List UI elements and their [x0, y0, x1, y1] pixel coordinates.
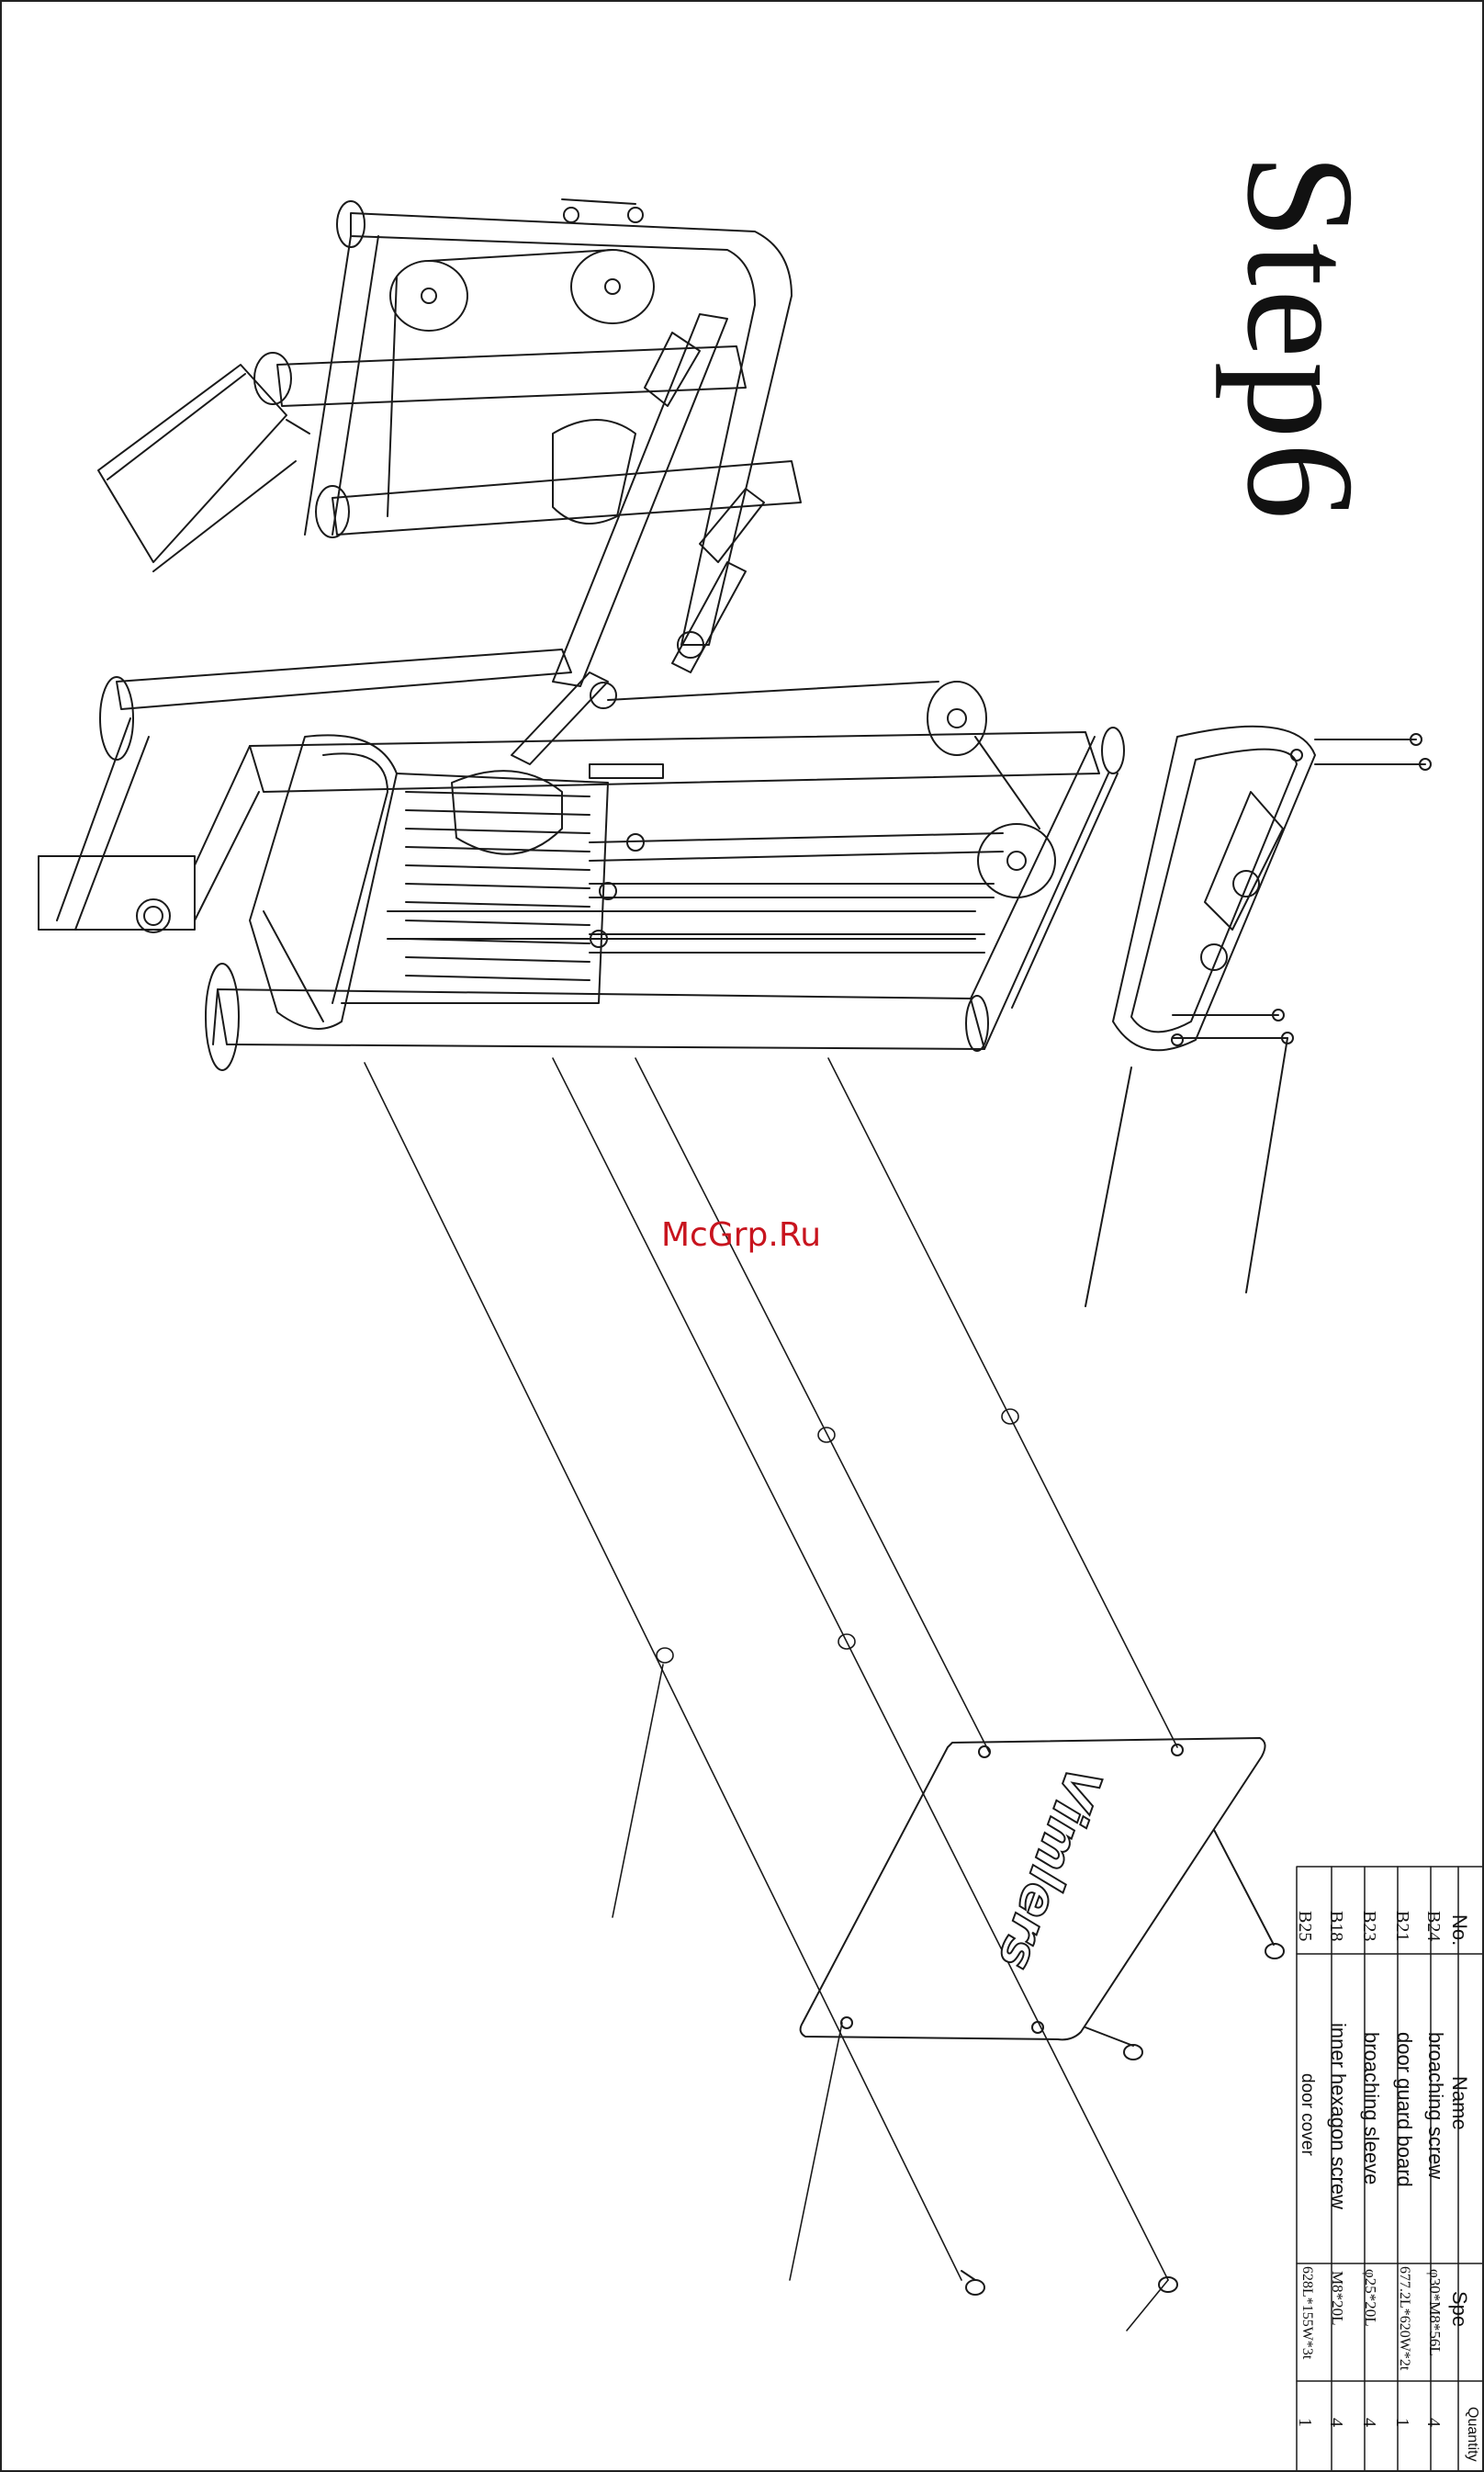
- row-b21-spe: 677.2L*620W*2t: [1396, 2266, 1412, 2370]
- back-pad: [98, 365, 309, 571]
- row-b18-qty: 4: [1325, 2418, 1346, 2427]
- row-b24-qty: 4: [1422, 2418, 1444, 2427]
- row-b24-name: broaching screw: [1423, 2032, 1447, 2179]
- parts-table-grid: [1297, 1867, 1484, 2471]
- row-b21-no: B21: [1391, 1911, 1412, 1941]
- row-b24-no: B24: [1422, 1911, 1444, 1941]
- header-no: No.: [1447, 1914, 1471, 1946]
- row-b23-spe: φ25*20L: [1361, 2269, 1379, 2327]
- step-title: Step6: [1211, 153, 1388, 524]
- watermark: McGrp.Ru: [661, 1216, 821, 1254]
- main-frame: [39, 649, 1124, 1070]
- row-b23-qty: 4: [1358, 2418, 1379, 2427]
- row-b25-spe: 628L*155W*3t: [1298, 2266, 1315, 2359]
- row-b24-spe: φ30*M8*56L: [1425, 2269, 1444, 2356]
- row-b18-name: inner hexagon screw: [1326, 2023, 1350, 2209]
- row-b18-no: B18: [1325, 1911, 1346, 1941]
- row-b23-name: broaching sleeve: [1359, 2032, 1383, 2184]
- row-b23-no: B23: [1358, 1911, 1379, 1941]
- row-b21-name: door guard board: [1392, 2032, 1416, 2187]
- header-name: Name: [1447, 2076, 1471, 2130]
- row-b25-qty: 1: [1294, 2418, 1315, 2427]
- door-cover: [1113, 727, 1315, 1051]
- row-b21-qty: 1: [1391, 2418, 1412, 2427]
- row-b25-name: door cover: [1297, 2073, 1317, 2156]
- row-b25-no: B25: [1294, 1911, 1315, 1941]
- header-quantity: Quantity: [1464, 2407, 1480, 2462]
- row-b18-spe: M8*20L: [1328, 2271, 1346, 2326]
- arm-assembly: [452, 314, 764, 854]
- door-cover-screws: [1085, 734, 1431, 1306]
- weight-stack: [250, 735, 1003, 1029]
- header-spe: Spe: [1447, 2291, 1471, 2327]
